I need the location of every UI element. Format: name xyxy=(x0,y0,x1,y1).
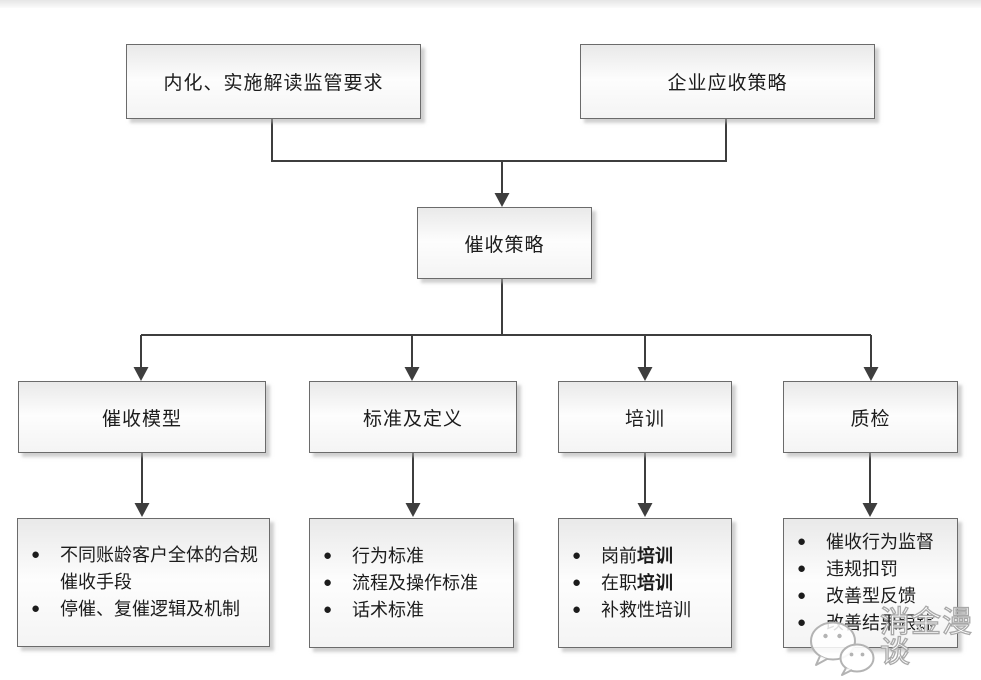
list-item: ● 补救性培训 xyxy=(559,597,731,624)
arrowhead-standard-detail xyxy=(405,503,421,517)
bullet-icon: ● xyxy=(572,601,582,618)
bullet-icon: ● xyxy=(797,588,807,604)
arrowhead-branch4 xyxy=(863,367,879,381)
node-corporate-receivable-strategy: 企业应收策略 xyxy=(580,44,875,119)
list-item: ● 不同账龄客户全体的合规催收手段 xyxy=(18,542,269,596)
list-item-text: 催收行为监督 xyxy=(826,532,934,552)
list-item: ● 催收行为监督 xyxy=(784,529,957,556)
wechat-logo-icon xyxy=(810,621,875,676)
arrowhead-model-detail xyxy=(134,503,150,517)
list-item: ● 流程及操作标准 xyxy=(310,570,513,597)
node-label: 质检 xyxy=(850,408,891,430)
list-item-text: 改善结果跟踪 xyxy=(826,613,934,633)
arrowhead-qc-detail xyxy=(862,503,878,517)
list-item-text: 行为标准 xyxy=(352,545,424,566)
node-label: 培训 xyxy=(624,408,665,430)
list-item: ● 在职培训 xyxy=(559,570,731,597)
list-item: ● 改善结果跟踪 xyxy=(784,610,957,637)
node-label: 催收策略 xyxy=(464,234,545,256)
list-item-text: 岗前 xyxy=(601,545,637,566)
node-collection-model: 催收模型 xyxy=(18,381,266,453)
top-edge-strip xyxy=(0,0,981,8)
arrowhead-training-detail xyxy=(637,503,653,517)
arrowhead-strategy xyxy=(494,193,510,207)
list-training-details: ● 岗前培训 ● 在职培训 ● 补救性培训 xyxy=(558,518,732,648)
bullet-icon: ● xyxy=(323,547,333,564)
bullet-icon: ● xyxy=(323,601,333,618)
bullet-icon: ● xyxy=(797,534,807,550)
bullet-icon: ● xyxy=(31,547,41,563)
list-item: ● 话术标准 xyxy=(310,597,513,624)
bullet-icon: ● xyxy=(797,561,807,577)
node-label: 企业应收策略 xyxy=(667,73,788,94)
node-label: 催收模型 xyxy=(101,408,182,430)
list-item: ● 行为标准 xyxy=(310,543,513,570)
list-item-text: 停催、复催逻辑及机制 xyxy=(60,599,240,619)
list-item-text: 违规扣罚 xyxy=(826,559,898,579)
bullet-icon: ● xyxy=(323,574,333,591)
list-item-text: 在职 xyxy=(601,572,637,593)
node-standards-definitions: 标准及定义 xyxy=(309,381,517,453)
arrowhead-branch1 xyxy=(133,367,149,381)
arrowhead-branch2 xyxy=(404,367,420,381)
list-item: ● 岗前培训 xyxy=(559,543,731,570)
list-item-text: 流程及操作标准 xyxy=(352,572,478,593)
bullet-icon: ● xyxy=(572,547,582,564)
list-standards-details: ● 行为标准 ● 流程及操作标准 ● 话术标准 xyxy=(309,518,514,648)
list-item-text: 改善型反馈 xyxy=(826,586,916,606)
node-regulatory-requirements: 内化、实施解读监管要求 xyxy=(126,44,421,119)
node-label: 标准及定义 xyxy=(362,408,463,430)
list-item: ● 违规扣罚 xyxy=(784,556,957,583)
list-item: ● 改善型反馈 xyxy=(784,583,957,610)
arrowhead-branch3 xyxy=(637,367,653,381)
list-item-text: 补救性培训 xyxy=(601,599,691,620)
list-collection-model-details: ● 不同账龄客户全体的合规催收手段 ● 停催、复催逻辑及机制 xyxy=(17,518,270,647)
watermark-text: 消金漫谈 xyxy=(879,606,973,669)
node-training: 培训 xyxy=(558,381,732,453)
list-item-text: 话术标准 xyxy=(352,599,424,620)
list-item-text: 不同账龄客户全体的合规催收手段 xyxy=(60,545,258,592)
bullet-icon: ● xyxy=(31,601,41,617)
list-quality-check-details: ● 催收行为监督 ● 违规扣罚 ● 改善型反馈 ● 改善结果跟踪 xyxy=(783,518,958,648)
list-item: ● 停催、复催逻辑及机制 xyxy=(18,596,269,623)
node-collection-strategy: 催收策略 xyxy=(417,207,592,279)
node-quality-check: 质检 xyxy=(783,381,958,453)
watermark: 消金漫谈 xyxy=(808,607,978,676)
bullet-icon: ● xyxy=(797,615,807,631)
node-label: 内化、实施解读监管要求 xyxy=(163,73,384,94)
bullet-icon: ● xyxy=(572,574,582,591)
